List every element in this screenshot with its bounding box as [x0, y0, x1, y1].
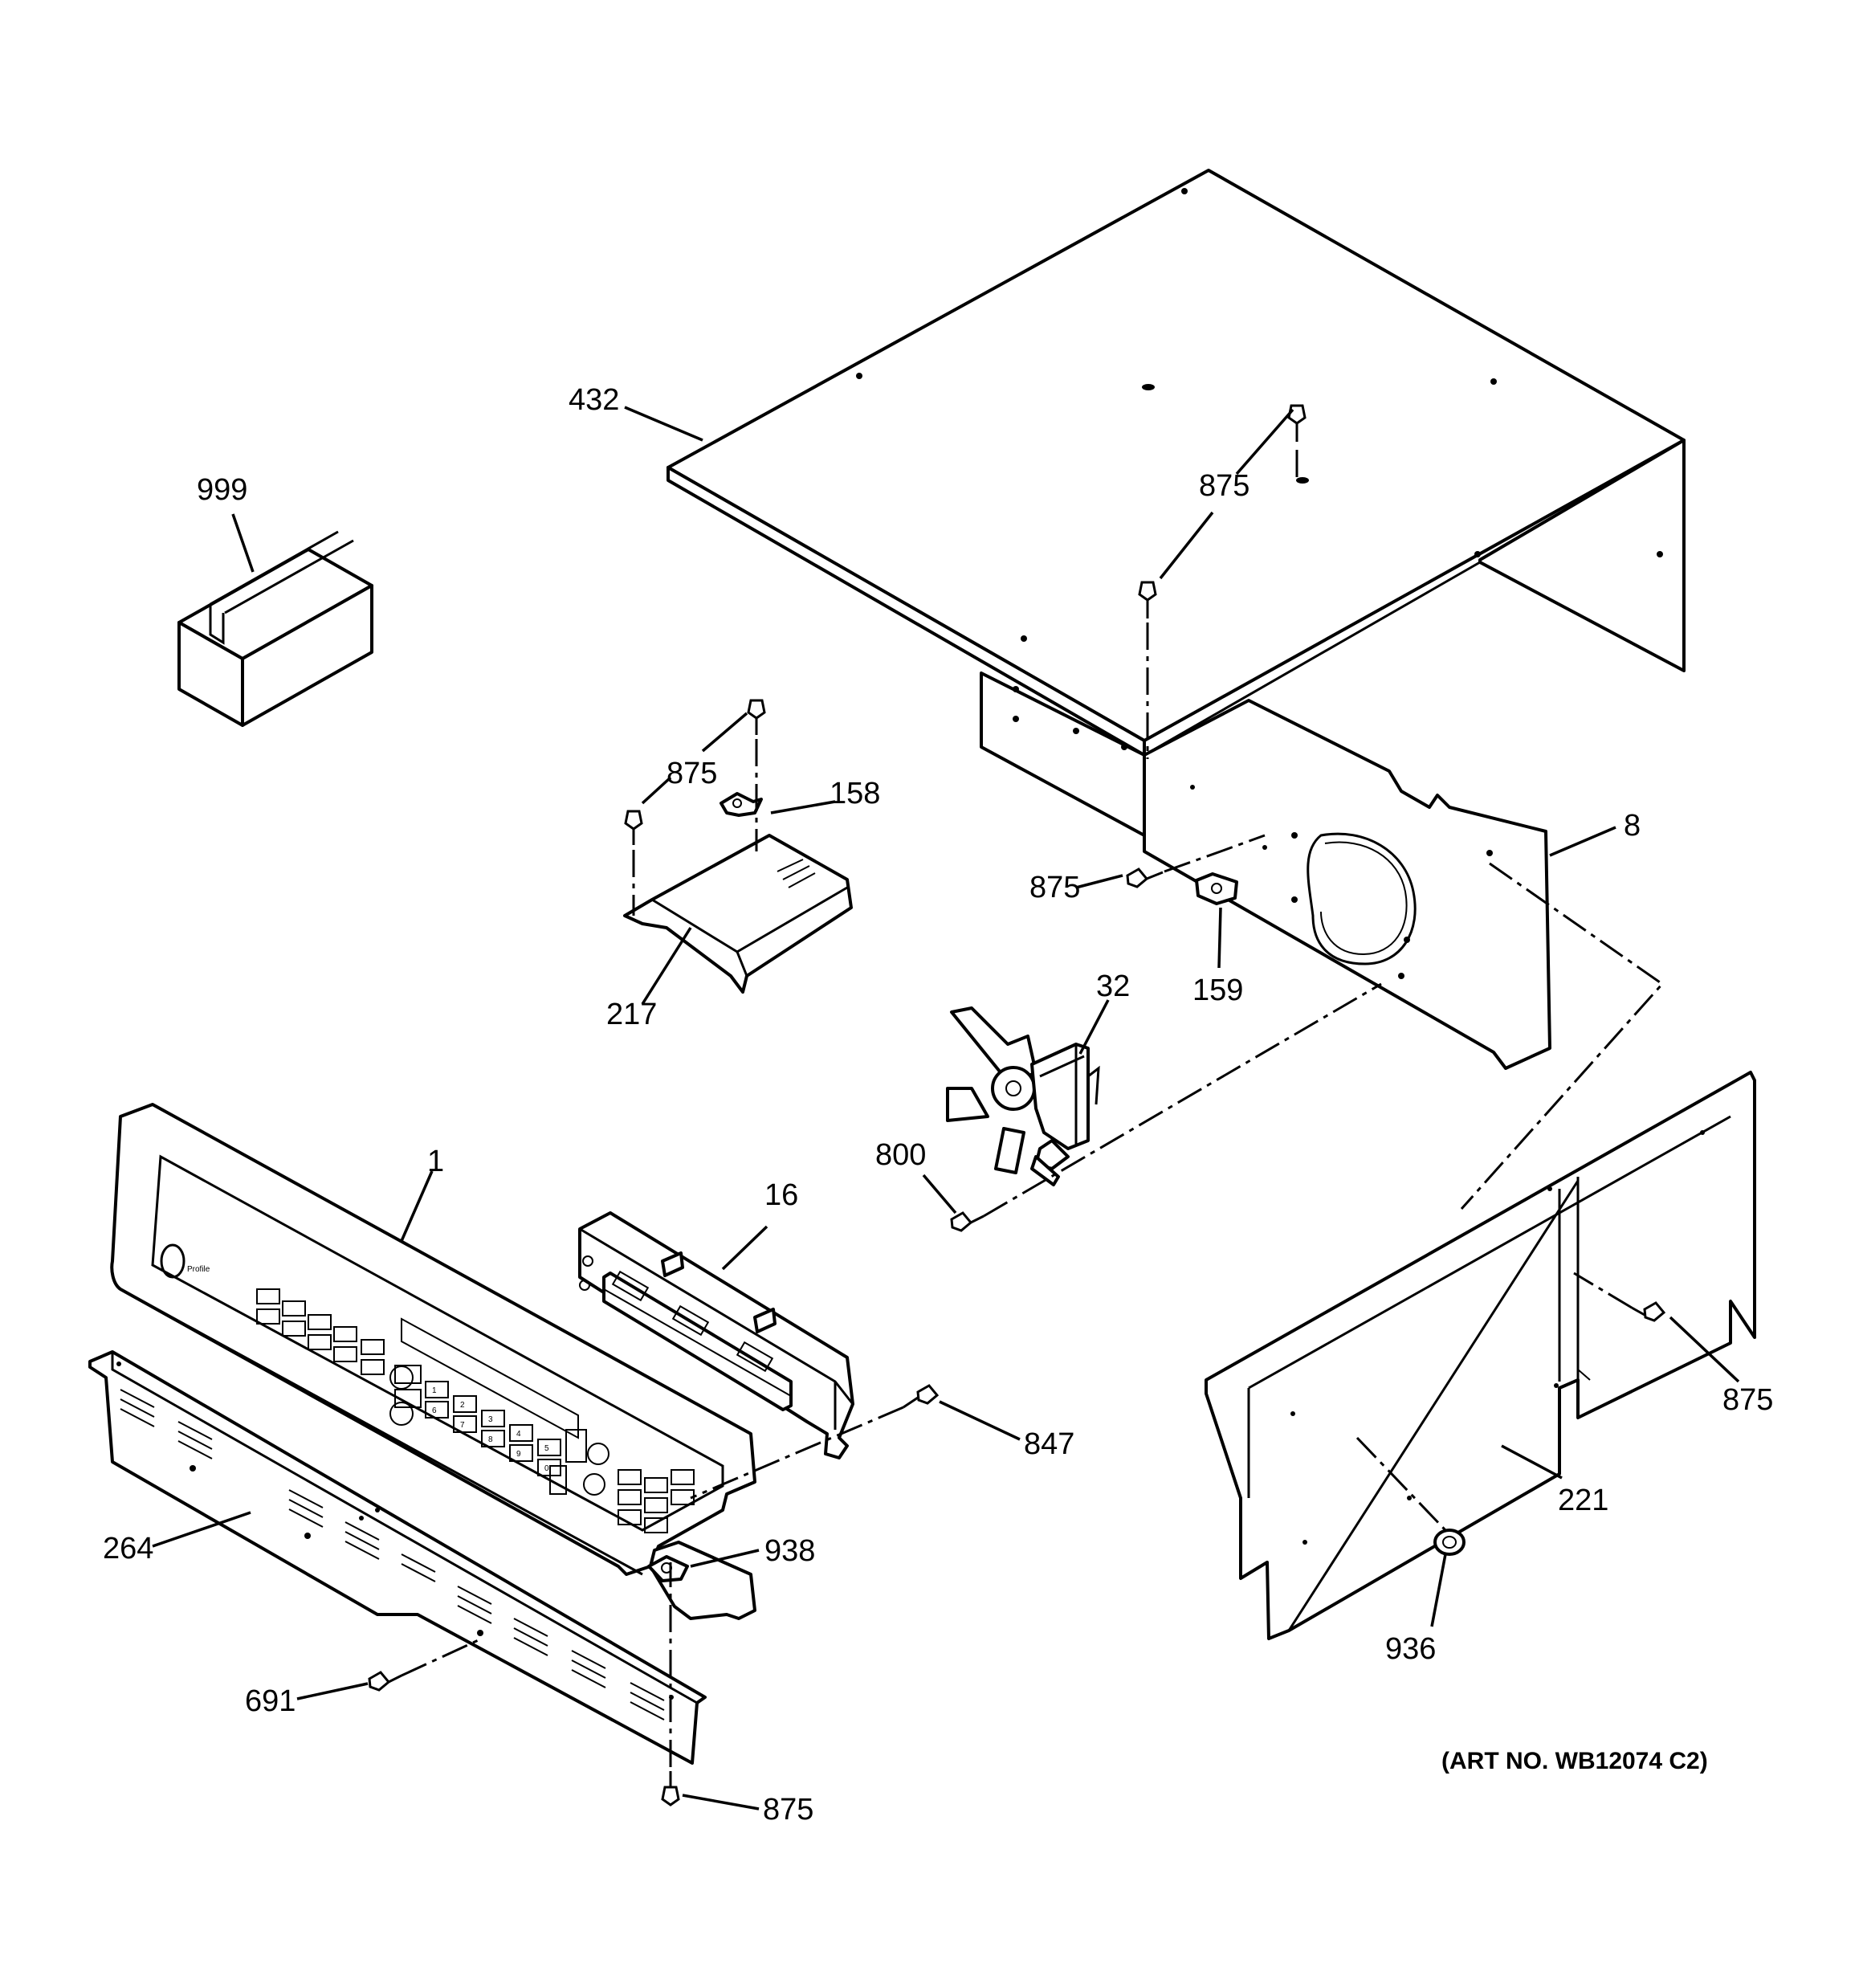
- screw-875-bracket-a: [747, 699, 766, 735]
- part-labels: 432 999 875 875 158 8 875 159 32 217 1 1…: [103, 383, 1773, 1827]
- key-5[interactable]: [537, 1439, 561, 1456]
- key-4[interactable]: [509, 1424, 533, 1442]
- screw-847: [903, 1384, 940, 1409]
- svg-text:4: 4: [516, 1430, 521, 1439]
- control-board-16: [578, 1211, 854, 1459]
- label-875-mid: 875: [1029, 871, 1080, 904]
- key-1[interactable]: [425, 1381, 449, 1398]
- svg-text:1: 1: [432, 1386, 437, 1395]
- label-875-bottom: 875: [763, 1793, 813, 1827]
- label-875-bracket: 875: [667, 757, 717, 790]
- screw-800: [950, 1211, 984, 1232]
- art-number: (ART NO. WB12074 C2): [1441, 1748, 1708, 1774]
- label-217: 217: [606, 998, 657, 1031]
- label-432: 432: [569, 383, 619, 417]
- label-999: 999: [197, 473, 247, 507]
- bumper-936: [1433, 1529, 1466, 1556]
- label-691: 691: [245, 1684, 296, 1718]
- screws: [368, 404, 1666, 1806]
- svg-text:9: 9: [516, 1450, 521, 1459]
- side-panel-221: [1205, 1071, 1756, 1640]
- label-264: 264: [103, 1532, 153, 1565]
- carton-box-999: [177, 530, 373, 727]
- label-936: 936: [1385, 1632, 1436, 1666]
- key-9[interactable]: [509, 1444, 533, 1462]
- label-847: 847: [1024, 1427, 1074, 1461]
- hinge-bracket-938: [647, 1555, 689, 1582]
- key-2[interactable]: [453, 1395, 477, 1413]
- label-159: 159: [1192, 974, 1243, 1007]
- svg-text:8: 8: [488, 1435, 493, 1444]
- svg-text:2: 2: [460, 1401, 465, 1410]
- label-875-right: 875: [1722, 1383, 1773, 1417]
- label-221: 221: [1558, 1484, 1608, 1517]
- svg-text:3: 3: [488, 1415, 493, 1424]
- label-875-top: 875: [1199, 469, 1249, 503]
- screw-875-bracket-b: [624, 810, 643, 845]
- label-158: 158: [830, 777, 880, 810]
- label-938: 938: [764, 1534, 815, 1568]
- key-7[interactable]: [453, 1415, 477, 1433]
- vent-slots: [120, 1389, 665, 1721]
- leader-lines: [152, 406, 1740, 1810]
- screw-875-right: [1631, 1301, 1666, 1322]
- key-6[interactable]: [425, 1401, 449, 1419]
- svg-text:0: 0: [544, 1464, 549, 1473]
- vent-trim-264: [88, 1350, 707, 1765]
- lower-oven-keys: [549, 1443, 695, 1533]
- label-1: 1: [427, 1145, 444, 1178]
- key-3[interactable]: [481, 1410, 505, 1427]
- screw-875-bottom: [661, 1771, 680, 1806]
- brand-text: Profile: [187, 1265, 210, 1274]
- fan-motor-32: [946, 1006, 1100, 1186]
- svg-text:7: 7: [460, 1421, 465, 1430]
- thermostat-158: [720, 792, 763, 817]
- bracket-217: [623, 834, 853, 994]
- key-8[interactable]: [481, 1430, 505, 1447]
- label-8: 8: [1624, 809, 1641, 843]
- number-keypad: 1 2 3 4 5 6 7 8 9 0: [394, 1365, 587, 1476]
- label-800: 800: [875, 1138, 926, 1172]
- fan-housing-8: [1143, 699, 1551, 1070]
- label-16: 16: [764, 1178, 798, 1212]
- alignment-lines: [401, 450, 1665, 1767]
- control-panel-1: Profile: [110, 1103, 756, 1620]
- svg-text:6: 6: [432, 1406, 437, 1415]
- svg-text:5: 5: [544, 1444, 549, 1453]
- screw-691: [368, 1671, 402, 1692]
- screw-875-top-b: [1138, 581, 1157, 618]
- thermal-switch-159: [1195, 872, 1238, 905]
- screw-875-mid: [1126, 867, 1164, 888]
- label-32: 32: [1096, 970, 1130, 1003]
- outer-top-cover-432: [667, 169, 1686, 837]
